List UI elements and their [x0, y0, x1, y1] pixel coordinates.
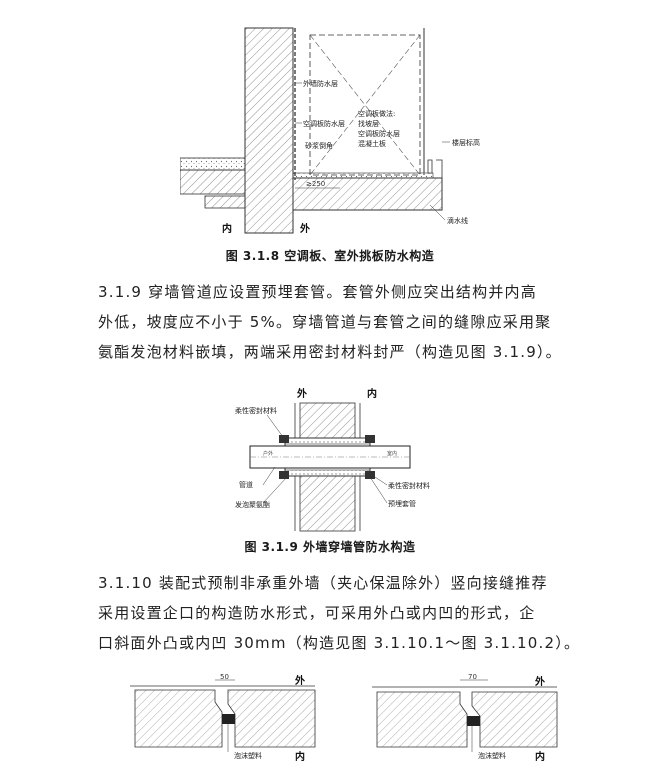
section-3-1-9-text: 3.1.9 穿墙管道应设置预埋套管。套管外侧应突出结构并内高 外低，坡度应不小于… — [98, 277, 578, 367]
dim-label: 50 — [220, 673, 229, 681]
figure-3-1-8-caption: 图 3.1.8 空调板、室外挑板防水构造 — [225, 249, 435, 263]
text-line: 采用设置企口的构造防水形式，可采用外凸或内凹的形式，企 — [98, 604, 536, 622]
interior-floor-slab — [180, 157, 246, 171]
label-elevation: 楼层标高 — [452, 138, 480, 147]
wall-body — [244, 27, 294, 234]
label-ac-waterproof: 空调板防水层 — [303, 119, 345, 128]
label-drip: 滴水线 — [447, 216, 468, 225]
figure-3-1-9-caption: 图 3.1.9 外墙穿墙管防水构造 — [244, 540, 416, 554]
figure-3-1-10-2-drawing: 70 外 内 泡沫塑料 — [372, 673, 558, 763]
label-sleeve: 预埋套管 — [388, 499, 416, 508]
label-foam: 泡沫塑料 — [478, 751, 506, 760]
dim-label: ≥250 — [306, 180, 325, 188]
label-inside: 内 — [367, 387, 377, 400]
label-inside: 内 — [295, 750, 305, 763]
label-ac-method: 空调板做法: — [358, 109, 395, 118]
label-outside: 外 — [534, 675, 545, 688]
figure-3-1-8-drawing: ≥250 外墙防水层 空调板防水层 空调板做法: 找坡层 空调板防水层 混凝土板… — [180, 27, 480, 235]
text-line: 氨酯发泡材料嵌填，两端采用密封材料封严（构造见图 3.1.9）。 — [98, 343, 562, 361]
label-slope-layer: 找坡层 — [358, 119, 379, 128]
ac-unit-box — [309, 34, 421, 176]
label-seal-bottom: 柔性密封材料 — [388, 481, 430, 490]
label-wall-waterproof: 外墙防水层 — [303, 79, 338, 88]
label-pipe: 管道 — [239, 480, 253, 489]
text-line: 3.1.10 装配式预制非承重外墙（夹心保温除外）竖向接缝推荐 — [98, 574, 548, 592]
pipe-tag-inside: 室内 — [387, 450, 397, 457]
figure-3-1-9-drawing: 外 内 户外 室内 柔性密封材料 管道 发泡聚氨酯 柔性密封材料 预埋套管 — [235, 387, 430, 532]
label-seal-top: 柔性密封材料 — [235, 406, 277, 415]
label-outside: 外 — [296, 387, 307, 400]
label-inside: 内 — [222, 222, 232, 235]
label-mortar-chamfer: 砂浆倒角 — [305, 141, 333, 150]
label-outside: 外 — [294, 674, 305, 687]
label-outside: 外 — [299, 222, 310, 235]
label-foam: 发泡聚氨酯 — [235, 500, 270, 509]
dim-label: 70 — [468, 673, 477, 681]
figure-3-1-10-1-drawing: 50 外 内 泡沫塑料 — [130, 673, 316, 763]
label-concrete: 混凝土板 — [358, 139, 386, 148]
wall-panel-right — [227, 689, 316, 748]
pipe-tag-outside: 户外 — [263, 450, 273, 457]
wall-panel-left — [376, 691, 468, 748]
wall-panel-right — [471, 691, 558, 748]
text-line: 外低，坡度应不小于 5%。穿墙管道与套管之间的缝隙应采用聚 — [98, 313, 552, 331]
text-line: 口斜面外凸或内凹 30mm（构造见图 3.1.10.1～图 3.1.10.2）。 — [98, 634, 581, 652]
section-3-1-10-text: 3.1.10 装配式预制非承重外墙（夹心保温除外）竖向接缝推荐 采用设置企口的构… — [98, 568, 581, 658]
label-ac-wp-layer: 空调板防水层 — [358, 129, 400, 138]
label-foam: 泡沫塑料 — [234, 751, 262, 760]
text-line: 3.1.9 穿墙管道应设置预埋套管。套管外侧应突出结构并内高 — [98, 283, 537, 301]
wall-panel-left — [134, 689, 223, 748]
label-inside: 内 — [535, 750, 545, 763]
